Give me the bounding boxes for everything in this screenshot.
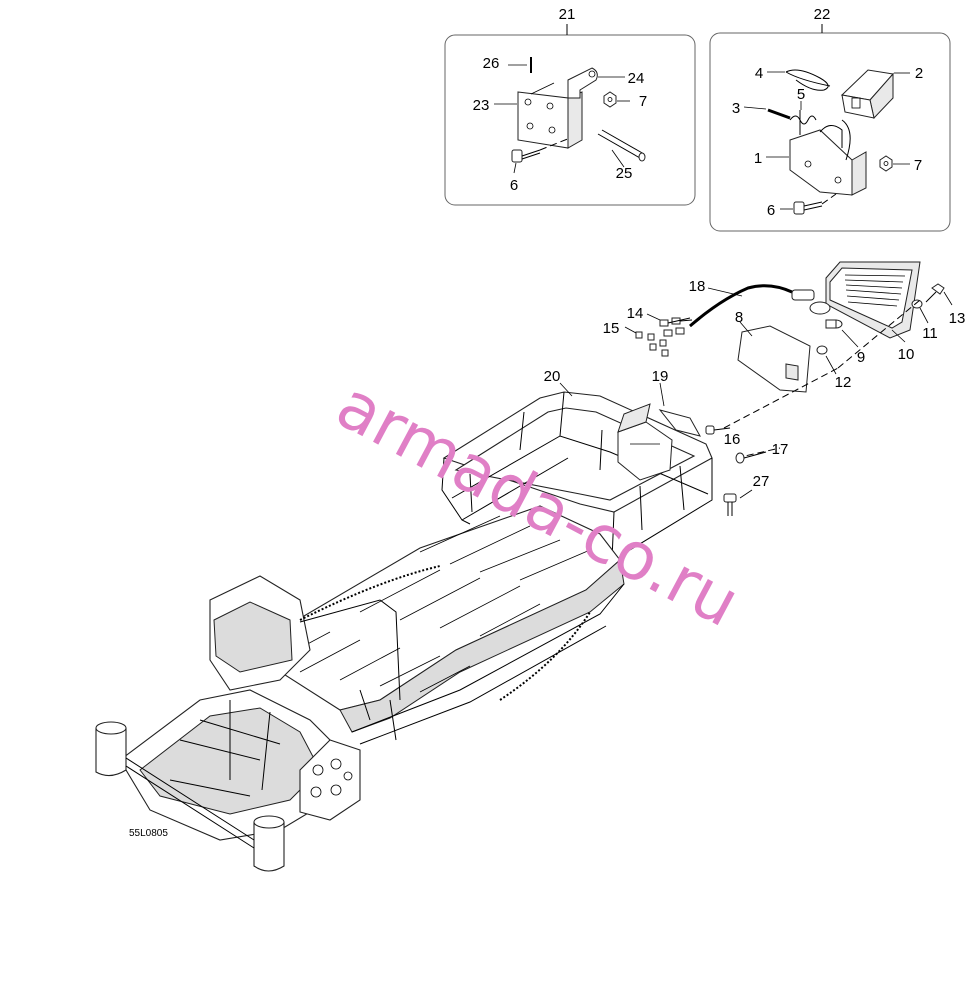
taillight-housing bbox=[825, 261, 921, 339]
rivet bbox=[735, 451, 767, 464]
terminal-caps bbox=[635, 331, 669, 357]
taillight-assembly bbox=[624, 261, 953, 516]
callout-3: 3 bbox=[732, 100, 740, 117]
hitch-pin bbox=[597, 129, 646, 162]
callout-24: 24 bbox=[628, 70, 645, 87]
callout-19: 19 bbox=[652, 368, 669, 385]
bolt bbox=[793, 201, 823, 215]
callout-labels: 21 22 26 24 23 7 6 25 4 2 5 3 1 7 6 18 1… bbox=[473, 6, 966, 490]
connector-terminals bbox=[659, 317, 693, 337]
bolt bbox=[723, 493, 737, 516]
callout-23: 23 bbox=[473, 97, 490, 114]
bolt bbox=[511, 149, 541, 163]
callout-4: 4 bbox=[755, 65, 763, 82]
bracket-cover bbox=[840, 69, 894, 120]
mounting-plate bbox=[789, 129, 853, 196]
callout-12: 12 bbox=[835, 374, 852, 391]
hitch-bracket bbox=[567, 67, 598, 99]
callout-6: 6 bbox=[510, 177, 518, 194]
callout-15: 15 bbox=[603, 320, 620, 337]
nut bbox=[603, 91, 617, 108]
washer bbox=[816, 345, 828, 355]
pin bbox=[767, 108, 791, 120]
spring bbox=[789, 110, 817, 135]
callout-6: 6 bbox=[767, 202, 775, 219]
callout-22: 22 bbox=[814, 6, 831, 23]
callout-16: 16 bbox=[724, 431, 741, 448]
callout-5: 5 bbox=[797, 86, 805, 103]
bumper-tubes bbox=[95, 721, 285, 872]
inset-panel-21 bbox=[444, 24, 696, 206]
callout-1: 1 bbox=[754, 150, 762, 167]
callout-9: 9 bbox=[857, 349, 865, 366]
callout-2: 2 bbox=[915, 65, 923, 82]
callout-20: 20 bbox=[544, 368, 561, 385]
callout-25: 25 bbox=[616, 165, 633, 182]
taillight-lens bbox=[737, 325, 811, 393]
mounting-plate bbox=[617, 403, 673, 481]
inset-panel-22 bbox=[709, 24, 951, 232]
callout-7: 7 bbox=[914, 157, 922, 174]
callout-18: 18 bbox=[689, 278, 706, 295]
drawing-code: 55L0805 bbox=[129, 828, 168, 839]
side-plate bbox=[299, 739, 361, 821]
callout-8: 8 bbox=[735, 309, 743, 326]
screw bbox=[925, 283, 945, 303]
callout-7: 7 bbox=[639, 93, 647, 110]
washer bbox=[911, 299, 923, 309]
screw bbox=[705, 425, 731, 435]
callout-13: 13 bbox=[949, 310, 966, 327]
callout-26: 26 bbox=[483, 55, 500, 72]
wire-harness bbox=[689, 284, 831, 328]
chassis-frame bbox=[95, 391, 713, 872]
callout-21: 21 bbox=[559, 6, 576, 23]
hairpin-clip bbox=[785, 69, 831, 91]
callout-17: 17 bbox=[772, 441, 789, 458]
callout-11: 11 bbox=[922, 325, 938, 342]
callout-27: 27 bbox=[753, 473, 770, 490]
callout-10: 10 bbox=[898, 346, 915, 363]
callout-14: 14 bbox=[627, 305, 644, 322]
bulb bbox=[825, 319, 843, 329]
nut bbox=[879, 155, 893, 172]
